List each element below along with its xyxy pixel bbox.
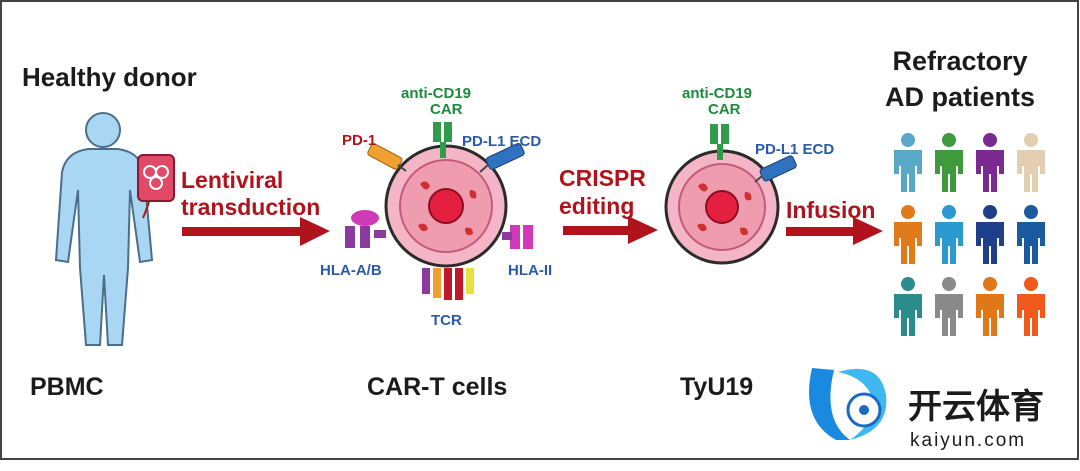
- anti-cd19-car-receptor: [433, 122, 452, 158]
- hla-ab-molecule: [345, 210, 386, 248]
- pd1-receptor: [367, 143, 407, 172]
- lentiviral-arrow: [182, 217, 330, 246]
- car-t-anti-cd19-label-line2: CAR: [430, 101, 463, 118]
- refractory-label-line1: Refractory: [892, 46, 1027, 76]
- crispr-label-line1: CRISPR: [559, 165, 646, 191]
- hla-ab-label: HLA-A/B: [320, 262, 382, 279]
- pdl1-ecd-label: PD-L1 ECD: [462, 133, 541, 150]
- refractory-label-line2: AD patients: [885, 82, 1035, 112]
- patient-icon: [894, 133, 922, 192]
- patient-icon: [894, 277, 922, 336]
- car-t-anti-cd19-label-line1: anti-CD19: [401, 85, 471, 102]
- tcr-complex: [422, 268, 474, 300]
- tyu19-pdl1-ecd-label: PD-L1 ECD: [755, 141, 834, 158]
- crispr-label-line2: editing: [559, 193, 634, 219]
- car-t-cells-label: CAR-T cells: [367, 373, 507, 401]
- infusion-label: Infusion: [786, 197, 875, 223]
- patient-icon: [1017, 133, 1045, 192]
- patient-icon: [894, 205, 922, 264]
- blood-bag-icon: [137, 154, 175, 219]
- tcr-label: TCR: [431, 312, 462, 329]
- infusion-arrow: [786, 217, 883, 245]
- patient-icon: [976, 133, 1004, 192]
- patient-icon: [935, 277, 963, 336]
- crispr-arrow: [563, 216, 658, 244]
- lentiviral-label-line2: transduction: [181, 194, 320, 220]
- patient-icon: [976, 205, 1004, 264]
- car-t-nucleus: [428, 188, 464, 224]
- donor-body-icon: [54, 112, 154, 346]
- kaiyun-watermark-logo: [809, 368, 887, 440]
- diagram-frame: [0, 0, 1079, 460]
- patient-icon: [1017, 277, 1045, 336]
- tyu19-label: TyU19: [680, 373, 753, 401]
- pd1-label: PD-1: [342, 132, 376, 149]
- patient-grid: [894, 133, 1045, 336]
- patient-icon: [935, 205, 963, 264]
- tyu19-pdl1-ecd-receptor: [754, 155, 797, 183]
- hla-ii-label: HLA-II: [508, 262, 552, 279]
- tyu19-anti-cd19-label-line2: CAR: [708, 101, 741, 118]
- hla-ii-molecule: [502, 225, 533, 249]
- patient-icon: [976, 277, 1004, 336]
- tyu19-anti-cd19-car-receptor: [710, 124, 729, 160]
- patient-icon: [935, 133, 963, 192]
- pdl1-ecd-receptor: [479, 143, 525, 173]
- watermark-url: kaiyun.com: [910, 430, 1026, 451]
- tyu19-nucleus: [705, 190, 739, 224]
- pbmc-label: PBMC: [30, 373, 104, 401]
- healthy-donor-label: Healthy donor: [22, 62, 197, 92]
- tyu19-cell: [664, 149, 780, 265]
- lentiviral-label-line1: Lentiviral: [181, 167, 283, 193]
- watermark-brand: 开云体育: [908, 388, 1044, 426]
- patient-icon: [1017, 205, 1045, 264]
- car-t-cell: [384, 144, 508, 268]
- tyu19-anti-cd19-label-line1: anti-CD19: [682, 85, 752, 102]
